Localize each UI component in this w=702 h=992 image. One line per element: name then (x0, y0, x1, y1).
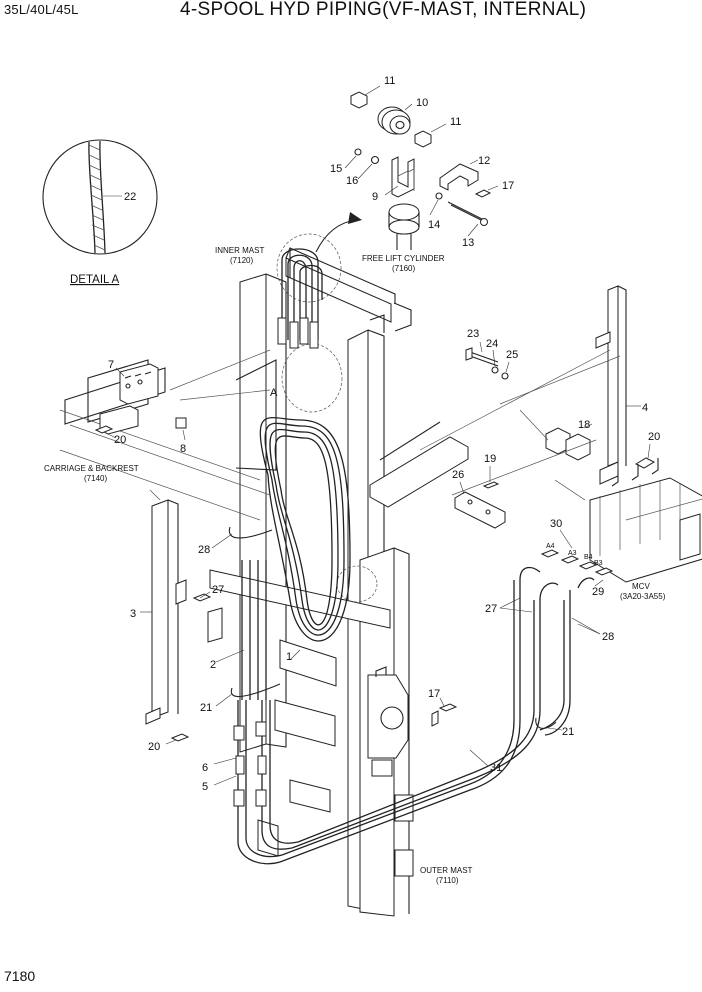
callout: 3 (130, 608, 136, 620)
callout: 20 (148, 741, 160, 753)
inner-mast-label: INNER MAST (215, 246, 264, 255)
callout: 14 (428, 219, 440, 231)
callout: 1 (286, 651, 292, 663)
callout: 17 (428, 688, 440, 700)
right-bracket-parts (419, 285, 702, 767)
callout: 30 (550, 518, 562, 530)
mcv-code: (3A20-3A55) (620, 592, 666, 601)
callout: 28 (602, 631, 614, 643)
hose-loops (228, 248, 595, 865)
callout: 4 (642, 402, 648, 414)
callout: 16 (346, 175, 358, 187)
callout: 27 (485, 603, 497, 615)
left-carriage-parts (59, 349, 301, 786)
detail-a-view (42, 139, 158, 255)
callout: 5 (202, 781, 208, 793)
port-b3: B3 (594, 560, 603, 567)
outer-mast-label: OUTER MAST (420, 866, 473, 875)
callout: 15 (330, 163, 342, 175)
callout: 10 (416, 97, 428, 109)
callout: 8 (180, 443, 186, 455)
page-title: 4-SPOOL HYD PIPING(VF-MAST, INTERNAL) (180, 0, 587, 20)
callout: 19 (484, 453, 496, 465)
port-a3: A3 (568, 550, 577, 557)
callout: 11 (450, 116, 461, 128)
outer-mast-code: (7110) (436, 876, 459, 885)
callout: 6 (202, 762, 208, 774)
callout: 18 (578, 419, 590, 431)
callout: 20 (114, 434, 126, 446)
detail-a-marker: A (270, 387, 278, 399)
callout: 24 (486, 338, 498, 350)
callout: 21 (562, 726, 574, 738)
callout: 7 (108, 359, 114, 371)
callout: 29 (592, 586, 604, 598)
page-number: 7180 (4, 968, 36, 984)
callout: 2 (210, 659, 216, 671)
model-label: 35L/40L/45L (4, 2, 79, 17)
callout: 23 (467, 328, 479, 340)
mast-assembly (207, 233, 469, 917)
callout: 31 (490, 762, 502, 774)
callout: 9 (372, 191, 378, 203)
callout: 22 (124, 191, 136, 203)
callout: 25 (506, 349, 518, 361)
inner-mast-code: (7120) (230, 256, 253, 265)
port-a4: A4 (546, 543, 555, 550)
callout: 26 (452, 469, 464, 481)
callout: 27 (212, 584, 224, 596)
callout: 13 (462, 237, 474, 249)
free-lift-cylinder-parts (315, 85, 499, 253)
callout: 12 (478, 155, 490, 167)
carriage-code: (7140) (84, 474, 107, 483)
callout: 17 (502, 180, 514, 192)
detail-a-title: DETAIL A (70, 274, 120, 286)
callout: 20 (648, 431, 660, 443)
carriage-label: CARRIAGE & BACKREST (44, 464, 139, 473)
port-b4: B4 (584, 554, 593, 561)
free-lift-cylinder-code: (7160) (392, 264, 415, 273)
free-lift-cylinder-label: FREE LIFT CYLINDER (362, 254, 445, 263)
callout: 28 (198, 544, 210, 556)
mcv-label: MCV (632, 582, 650, 591)
callout: 21 (200, 702, 212, 714)
callout: 11 (384, 75, 395, 87)
